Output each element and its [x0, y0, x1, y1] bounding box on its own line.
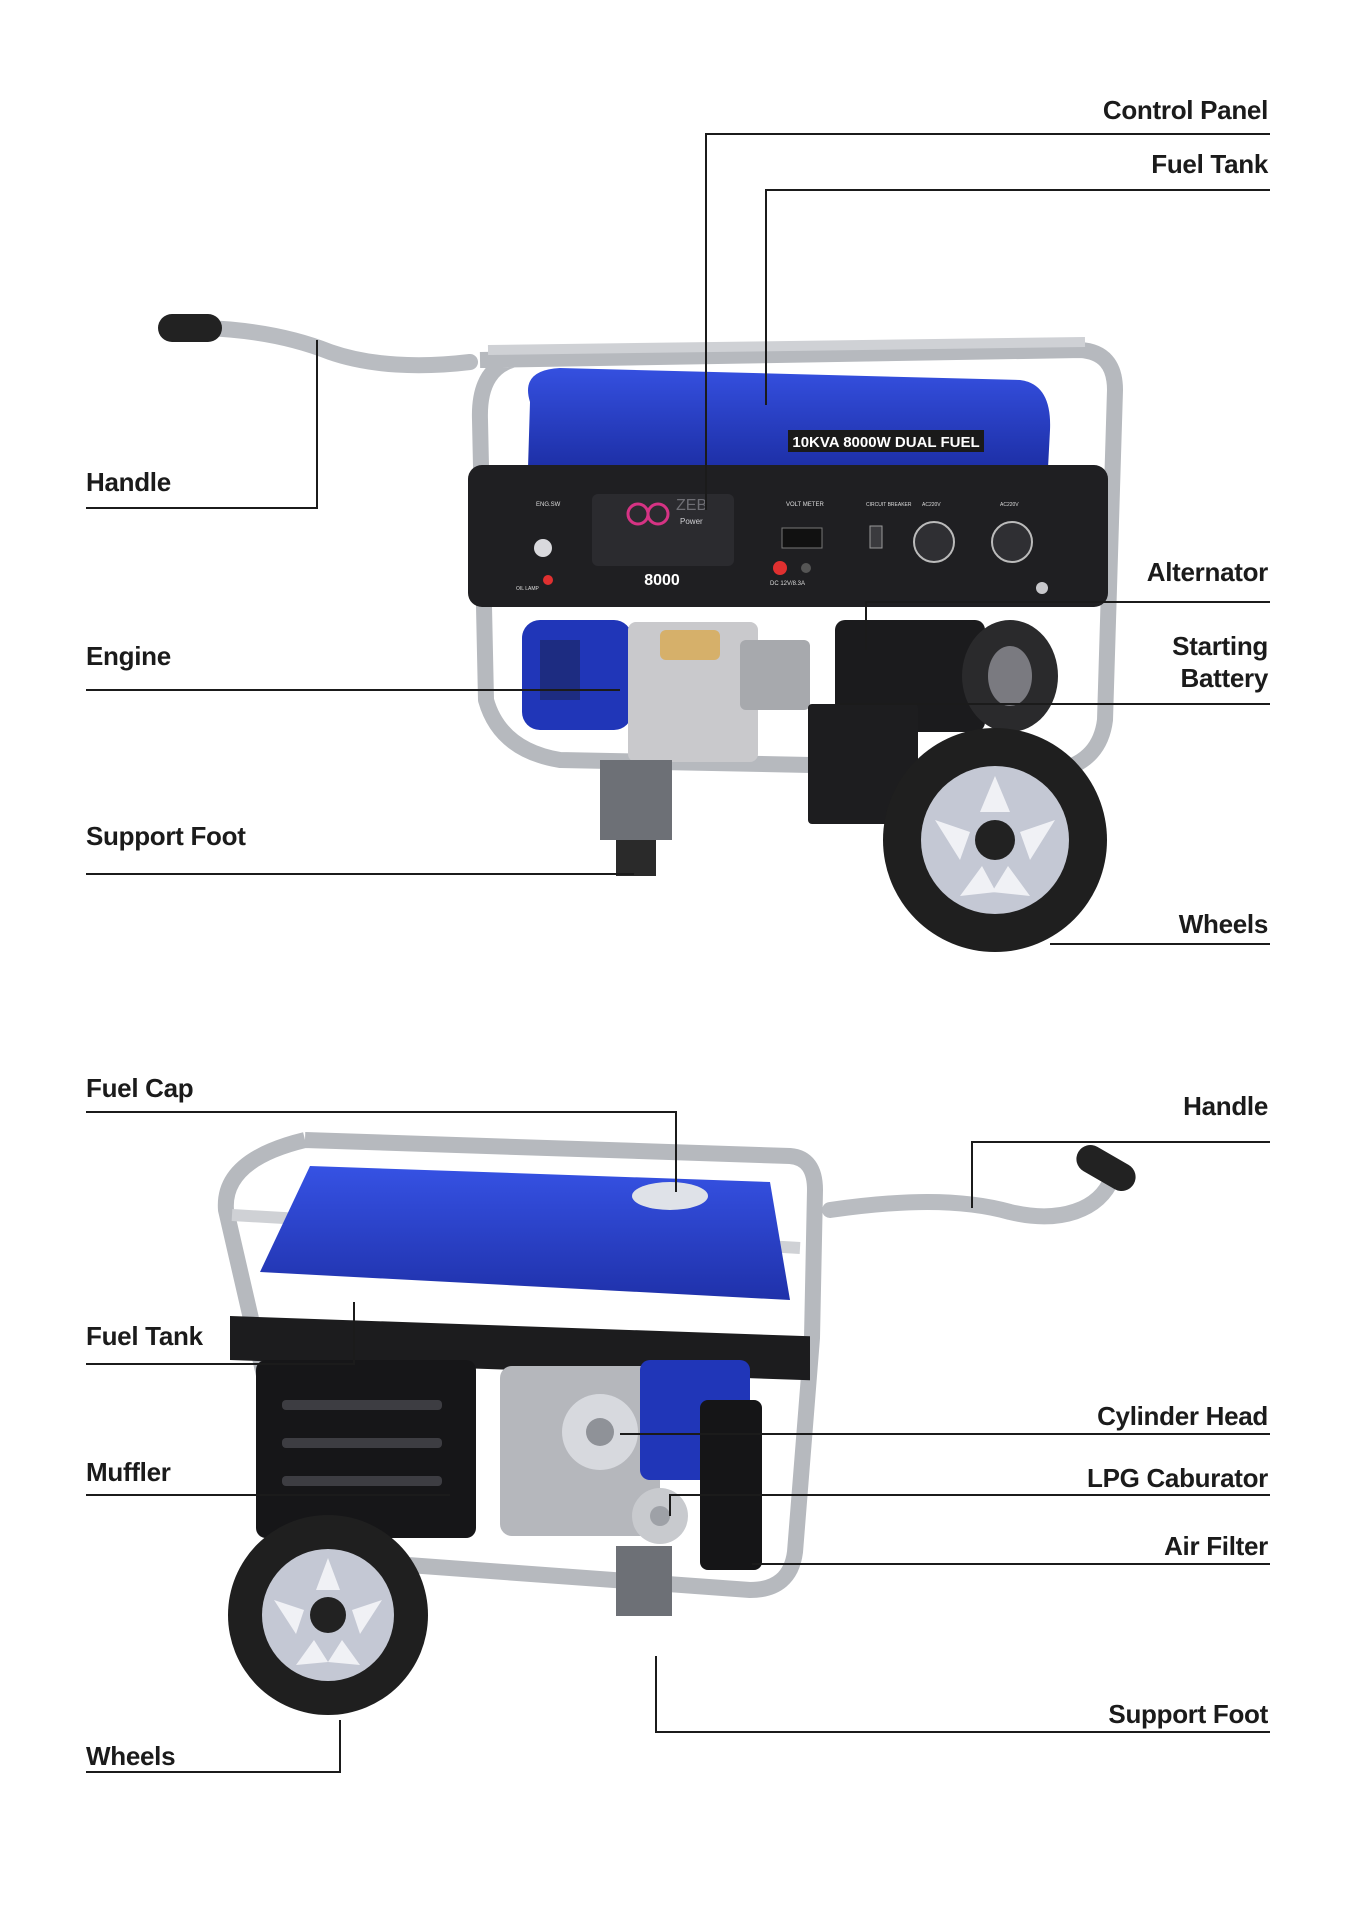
fuel-tank-rear — [260, 1166, 790, 1300]
frame — [471, 337, 1123, 778]
volt-meter-caption: VOLT METER — [786, 502, 824, 508]
label-muffler: Muffler — [86, 1457, 171, 1487]
leader-fuel-tank-top — [765, 189, 1270, 405]
cylinder-head — [500, 1366, 660, 1536]
leader-handle-bottom — [971, 1141, 1270, 1208]
model-banner-text: 10KVA 8000W DUAL FUEL — [792, 434, 979, 451]
panel-model-number: 8000 — [644, 572, 680, 589]
leader-support-foot-bottom — [655, 1656, 1270, 1733]
leader-lines-top — [86, 133, 1270, 945]
label-engine: Engine — [86, 641, 171, 671]
support-foot — [600, 760, 672, 840]
generator-front-view: 10KVA 8000W DUAL FUEL ZEB Power 8000 ENG… — [86, 133, 1270, 952]
dc-output-red — [773, 561, 787, 575]
label-fuel-cap: Fuel Cap — [86, 1073, 194, 1103]
leader-lines-bottom — [86, 1111, 1270, 1773]
label-lpg-caburator: LPG Caburator — [1086, 1463, 1268, 1493]
label-support-foot-top: Support Foot — [86, 821, 246, 851]
key-switch — [534, 539, 552, 557]
volt-meter-display — [781, 527, 823, 549]
ac-outlet-1-caption: AC220V — [922, 502, 941, 508]
leader-wheels-bottom — [86, 1720, 341, 1773]
label-starting-battery-line1: Starting — [1172, 631, 1268, 661]
handle-bar — [158, 314, 478, 374]
generator-rear-view — [86, 1111, 1270, 1773]
wheel-rear — [228, 1515, 428, 1715]
ac-outlet-2-caption: AC220V — [1000, 502, 1019, 508]
support-foot-rear — [616, 1546, 672, 1616]
leader-alternator — [865, 601, 1270, 650]
label-control-panel: Control Panel — [1102, 95, 1268, 125]
engine-switch-caption: ENG.SW — [536, 502, 561, 508]
handle-grip — [158, 314, 222, 342]
control-panel: ZEB Power 8000 ENG.SW OIL LAMP VOLT METE… — [468, 465, 1108, 607]
leader-fuel-tank-bottom — [86, 1302, 355, 1365]
dc-output-black — [801, 563, 811, 573]
model-banner — [788, 430, 984, 452]
label-fuel-tank-bottom: Fuel Tank — [86, 1321, 203, 1351]
air-filter — [700, 1400, 762, 1570]
label-support-foot-bottom: Support Foot — [1108, 1699, 1268, 1729]
wheel — [883, 728, 1107, 952]
ac-outlet-2 — [991, 521, 1033, 563]
label-air-filter: Air Filter — [1164, 1531, 1268, 1561]
circuit-breaker-switch — [869, 525, 883, 549]
label-wheels-top: Wheels — [1178, 909, 1269, 939]
leader-lpg-caburator — [669, 1494, 1270, 1516]
label-cylinder-head: Cylinder Head — [1097, 1401, 1268, 1431]
fuel-cap — [632, 1182, 708, 1210]
handle-bar-rear — [822, 1145, 1136, 1225]
leader-handle-top — [86, 340, 318, 509]
ground-terminal — [1036, 582, 1048, 594]
label-starting-battery-line2: Battery — [1180, 663, 1269, 693]
lpg-caburator — [632, 1488, 688, 1544]
brand-text: ZEB — [676, 497, 707, 514]
label-wheels-bottom: Wheels — [86, 1741, 176, 1771]
oil-lamp-caption: OIL LAMP — [516, 586, 540, 592]
leader-fuel-cap — [86, 1111, 677, 1192]
ac-outlet-1 — [913, 521, 955, 563]
brand-sub: Power — [680, 517, 703, 526]
circuit-breaker-caption: CIRCUIT BREAKER — [866, 502, 912, 508]
leader-control-panel — [705, 133, 1270, 510]
engine — [522, 620, 810, 762]
dc-output-caption: DC 12V/8.3A — [770, 581, 805, 587]
label-handle-top: Handle — [86, 467, 171, 497]
starting-battery — [808, 704, 918, 824]
label-alternator: Alternator — [1146, 557, 1269, 587]
label-fuel-tank-top: Fuel Tank — [1151, 149, 1268, 179]
fuel-tank — [528, 368, 1051, 468]
muffler — [256, 1360, 476, 1538]
oil-lamp-indicator — [543, 575, 553, 585]
label-handle-bottom: Handle — [1183, 1091, 1268, 1121]
handle-grip-rear — [1076, 1145, 1136, 1191]
